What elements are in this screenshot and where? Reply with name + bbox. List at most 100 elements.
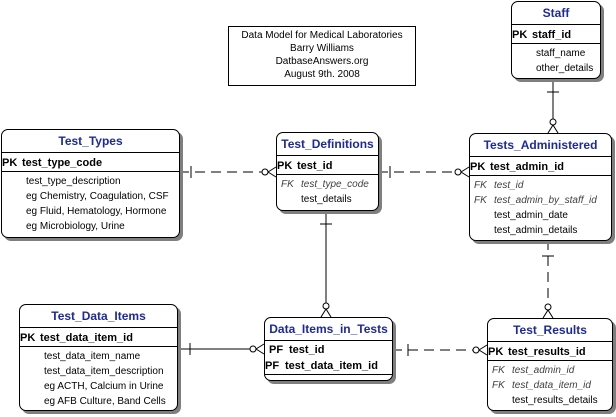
column-name: test_results_details bbox=[512, 395, 598, 406]
many-marker bbox=[267, 171, 277, 178]
attribute-row: FK test_type_code bbox=[281, 177, 378, 192]
key-column-row: PK test_results_id bbox=[488, 344, 612, 361]
attribute-row: test_data_item_name bbox=[24, 349, 177, 364]
attribute-row: eg Chemistry, Coagulation, CSF bbox=[6, 189, 179, 204]
column-name: test_results_id bbox=[508, 346, 586, 358]
key-tag: FK bbox=[474, 195, 487, 206]
key-column-row: PK test_type_code bbox=[2, 155, 179, 172]
column-name: test_data_item_description bbox=[44, 366, 164, 377]
column-name: eg ACTH, Calcium in Urine bbox=[44, 381, 164, 392]
optional-marker bbox=[549, 118, 557, 126]
column-name: test_type_code bbox=[22, 157, 103, 169]
column-name: test_admin_details bbox=[494, 225, 578, 236]
attribute-row: test_details bbox=[281, 192, 378, 207]
key-tag: PK bbox=[470, 161, 486, 173]
test-data-items-name: Test_Data_Items bbox=[20, 305, 177, 328]
attribute-row: eg Fluid, Hematology, Hormone bbox=[6, 204, 179, 219]
key-column-row: PK test_data_item_id bbox=[20, 330, 177, 347]
title-line-1: Data Model for Medical Laboratories bbox=[241, 30, 403, 41]
column-name: test_admin_id bbox=[490, 161, 564, 173]
optional-marker bbox=[472, 346, 480, 354]
optional-marker bbox=[544, 303, 552, 311]
title-line-2: Barry Williams bbox=[290, 43, 354, 54]
key-tag: PK bbox=[20, 332, 36, 344]
attribute-row: staff_name bbox=[516, 46, 600, 61]
key-tag: PK bbox=[2, 157, 18, 169]
attribute-row: FK test_admin_id bbox=[492, 363, 612, 378]
test-definitions-name: Test_Definitions bbox=[277, 133, 378, 156]
attribute-row: test_admin_details bbox=[474, 223, 611, 238]
many-marker bbox=[478, 344, 488, 351]
key-tag: PK bbox=[277, 160, 293, 172]
many-marker bbox=[255, 348, 265, 355]
key-tag: PF bbox=[265, 360, 280, 372]
attribute-row: test_data_item_description bbox=[24, 364, 177, 379]
many-marker bbox=[552, 124, 559, 134]
many-marker bbox=[460, 166, 470, 173]
many-marker bbox=[478, 349, 488, 356]
column-name: test_id bbox=[297, 160, 333, 172]
test-results-name: Test_Results bbox=[488, 319, 612, 342]
many-marker bbox=[255, 343, 265, 350]
key-tag: FK bbox=[281, 179, 294, 190]
data-items-in-tests-name: Data_Items_in_Tests bbox=[265, 318, 392, 341]
many-marker bbox=[460, 171, 470, 178]
attribute-row: other_details bbox=[516, 61, 600, 76]
staff-name: Staff bbox=[512, 2, 600, 25]
attribute-row: test_type_description bbox=[6, 174, 179, 189]
column-name: test_data_item_id bbox=[40, 332, 133, 344]
tests-administered-name: Tests_Administered bbox=[470, 134, 611, 157]
column-name: eg Fluid, Hematology, Hormone bbox=[26, 206, 167, 217]
column-name: eg Microbiology, Urine bbox=[26, 221, 125, 232]
title-line-4: August 9th. 2008 bbox=[284, 69, 360, 80]
attribute-row: eg AFB Culture, Band Cells bbox=[24, 394, 177, 409]
key-column-row: PF test_id bbox=[269, 343, 392, 358]
key-tag: PK bbox=[488, 346, 504, 358]
key-tag: FK bbox=[492, 365, 505, 376]
column-name: test_type_code bbox=[301, 179, 369, 190]
many-marker bbox=[542, 309, 549, 319]
column-name: test_data_item_id bbox=[285, 360, 378, 372]
test-types-name: Test_Types bbox=[2, 130, 179, 153]
column-name: eg AFB Culture, Band Cells bbox=[44, 396, 166, 407]
many-marker bbox=[547, 309, 554, 319]
key-tag: PF bbox=[269, 344, 284, 356]
column-name: test_data_item_name bbox=[44, 351, 141, 362]
column-name: test_id bbox=[289, 344, 325, 356]
many-marker bbox=[320, 308, 327, 318]
attribute-row: eg ACTH, Calcium in Urine bbox=[24, 379, 177, 394]
key-column-row: PK test_admin_id bbox=[470, 159, 611, 176]
title-line-3: DatbaseAnswers.org bbox=[275, 56, 369, 67]
column-name: test_type_description bbox=[26, 176, 121, 187]
many-marker bbox=[547, 124, 554, 134]
column-name: test_id bbox=[494, 180, 524, 191]
attribute-row: eg Microbiology, Urine bbox=[6, 219, 179, 234]
column-name: other_details bbox=[536, 63, 594, 74]
key-column-row: PK test_id bbox=[277, 158, 378, 175]
key-tag: FK bbox=[492, 380, 505, 391]
attribute-row: test_admin_date bbox=[474, 208, 611, 223]
attribute-row: test_results_details bbox=[492, 393, 612, 408]
optional-marker bbox=[261, 168, 269, 176]
column-name: staff_name bbox=[536, 48, 586, 59]
many-marker bbox=[267, 166, 277, 173]
diagram-title-note: Data Model for Medical Laboratories Barr… bbox=[228, 26, 416, 86]
optional-marker bbox=[322, 302, 330, 310]
key-column-row: PF test_data_item_id bbox=[265, 358, 392, 375]
column-name: test_admin_id bbox=[512, 365, 575, 376]
optional-marker bbox=[249, 345, 257, 353]
key-tag: PK bbox=[512, 29, 528, 41]
optional-marker bbox=[454, 168, 462, 176]
